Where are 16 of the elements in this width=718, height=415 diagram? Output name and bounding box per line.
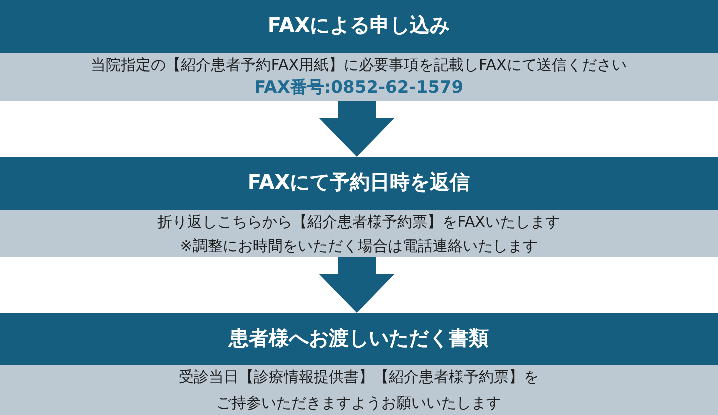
- body-text: 折り返しこちらから【紹介患者様予約票】をFAXいたします: [158, 212, 560, 232]
- header-band: [0, 157, 718, 210]
- down-arrow: [319, 101, 395, 157]
- heading: FAXによる申し込み: [268, 12, 450, 38]
- content-band: [0, 53, 718, 101]
- down-arrow: [319, 257, 395, 313]
- fax-number: FAX番号:0852-62-1579: [254, 77, 464, 100]
- heading: FAXにて予約日時を返信: [248, 169, 470, 195]
- heading: 患者様へお渡しいただく書類: [229, 324, 489, 350]
- header-band: [0, 313, 718, 365]
- header-band: [0, 0, 718, 53]
- content-band: [0, 365, 718, 415]
- body-text: ※調整にお時間をいただく場合は電話連絡いたします: [180, 236, 538, 256]
- body-text: 受診当日【診療情報提供書】【紹介患者様予約票】をご持参いただきますようお願いいたします: [178, 367, 540, 414]
- content-band: [0, 210, 718, 257]
- body-text: 当院指定の【紹介患者予約FAX用紙】に必要事項を記載しFAXにて送信ください: [91, 55, 627, 76]
